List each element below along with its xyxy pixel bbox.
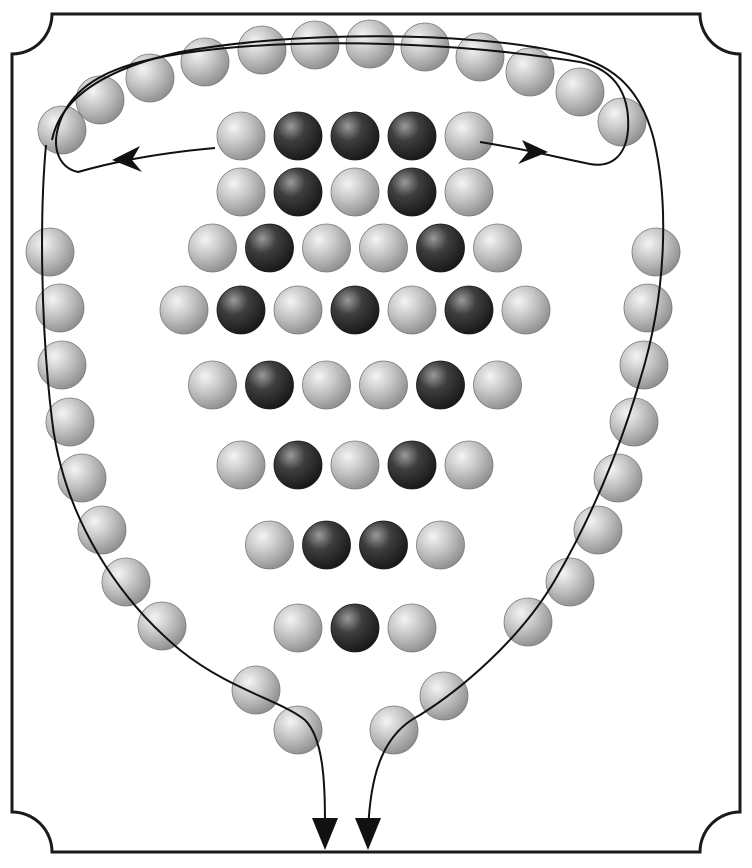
outer-bead (232, 666, 280, 714)
light-bead (189, 224, 237, 272)
dark-bead (445, 286, 493, 334)
light-bead (388, 286, 436, 334)
light-bead (274, 286, 322, 334)
light-bead (331, 168, 379, 216)
dark-bead (388, 168, 436, 216)
dark-bead (388, 441, 436, 489)
light-bead (331, 441, 379, 489)
outer-bead (610, 398, 658, 446)
outer-bead (274, 706, 322, 754)
dark-bead (246, 224, 294, 272)
dark-bead (331, 112, 379, 160)
dark-bead (417, 361, 465, 409)
light-bead (217, 168, 265, 216)
light-bead (360, 361, 408, 409)
outer-bead (138, 602, 186, 650)
light-bead (303, 361, 351, 409)
outer-bead (370, 706, 418, 754)
outer-bead (291, 21, 339, 69)
dark-bead (274, 112, 322, 160)
outer-bead (420, 672, 468, 720)
light-bead (246, 521, 294, 569)
outer-bead (556, 68, 604, 116)
dark-bead (360, 521, 408, 569)
dark-bead (331, 286, 379, 334)
dark-bead (331, 604, 379, 652)
light-bead (445, 112, 493, 160)
outer-bead (238, 26, 286, 74)
light-bead (274, 604, 322, 652)
light-bead (360, 224, 408, 272)
dark-bead (274, 168, 322, 216)
light-bead (474, 224, 522, 272)
dark-bead (274, 441, 322, 489)
light-bead (189, 361, 237, 409)
dark-bead (388, 112, 436, 160)
dark-bead (417, 224, 465, 272)
light-bead (474, 361, 522, 409)
outer-bead (598, 98, 646, 146)
light-bead (417, 521, 465, 569)
outer-bead (126, 54, 174, 102)
light-bead (445, 441, 493, 489)
light-bead (217, 441, 265, 489)
light-bead (303, 224, 351, 272)
light-bead (388, 604, 436, 652)
light-bead (160, 286, 208, 334)
light-bead (217, 112, 265, 160)
outer-bead (632, 228, 680, 276)
outer-bead (624, 284, 672, 332)
dark-bead (217, 286, 265, 334)
outer-bead (102, 558, 150, 606)
outer-bead (26, 228, 74, 276)
light-bead (445, 168, 493, 216)
dark-bead (246, 361, 294, 409)
outer-bead (594, 454, 642, 502)
light-bead (502, 286, 550, 334)
outer-bead (76, 76, 124, 124)
dark-bead (303, 521, 351, 569)
